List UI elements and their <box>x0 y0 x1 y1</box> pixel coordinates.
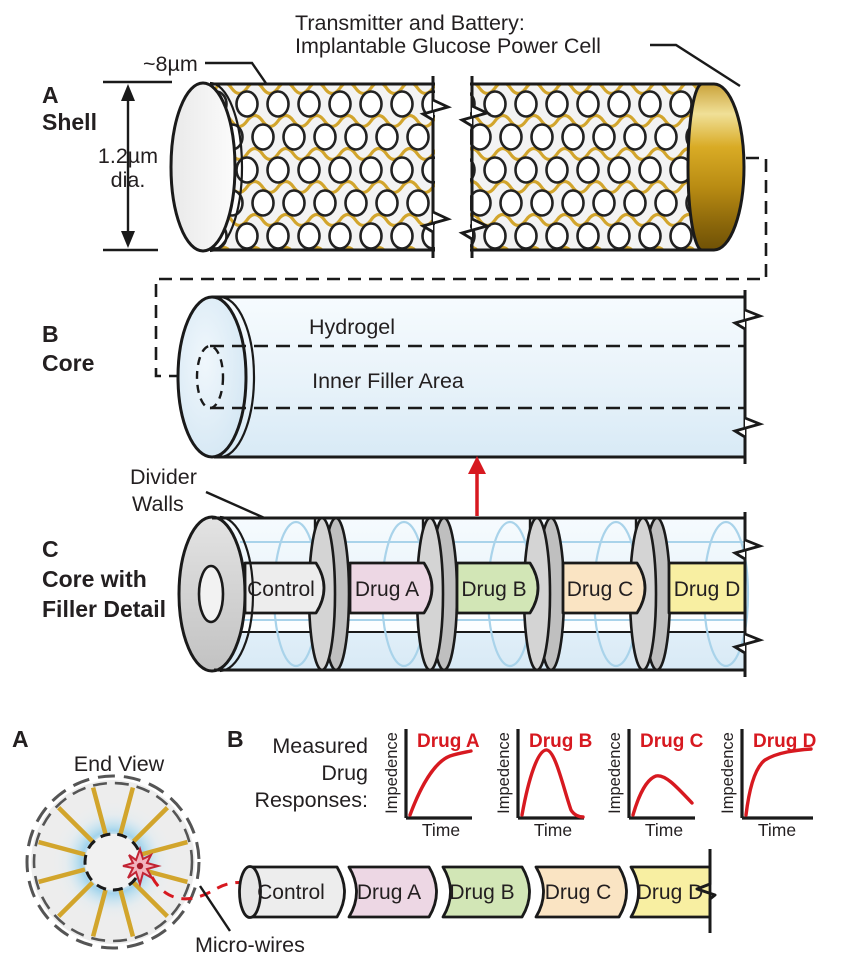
end-view-panel: A End View Micro-wires <box>12 726 305 957</box>
divider-walls-line1: Divider <box>130 465 197 489</box>
y-axis-label: Impedence <box>606 732 624 814</box>
response-curve <box>520 748 585 819</box>
panel-core: B Core Hydrogel Inner Filler Area <box>42 290 765 516</box>
inner-dashed-ring <box>32 781 194 943</box>
pore-dimension-label: ~8µm <box>143 52 198 76</box>
graph-title: Drug C <box>640 731 704 752</box>
segment-drug-b <box>441 865 531 919</box>
cylinder-end-cap <box>238 865 262 919</box>
panel-b-label: Core <box>42 350 94 376</box>
divider-walls-line2: Walls <box>132 492 184 516</box>
filler-break-right <box>731 512 765 677</box>
segment-drug-d <box>629 865 712 919</box>
dimension-arrowhead-top <box>121 84 135 101</box>
outer-dashed-ring <box>25 774 201 950</box>
response-graph-drug-c: Impedence Time Drug C <box>606 729 704 840</box>
shell-title-line2: Implantable Glucose Power Cell <box>295 34 601 58</box>
y-axis-label: Impedence <box>495 732 513 814</box>
panel-core-filler: Divider Walls C Core with Filler Detail <box>42 465 765 677</box>
core-body <box>212 297 745 457</box>
segment-control <box>248 865 346 919</box>
filler-end-hole <box>197 564 225 624</box>
shell-to-core-dashed-link <box>154 156 768 378</box>
capsule-drug-c <box>561 561 647 615</box>
inner-tube-lower-band <box>240 613 745 632</box>
segment-label-drug-a: Drug A <box>357 881 421 904</box>
panel-a-letter: A <box>42 82 59 108</box>
x-axis-label: Time <box>422 820 460 840</box>
responses-caption-line2: Drug <box>321 761 368 785</box>
cylinder-break-right <box>695 849 717 933</box>
micro-wire-spokes <box>38 787 188 937</box>
x-axis-label: Time <box>645 820 683 840</box>
y-axis-label: Impedence <box>383 732 401 814</box>
graph-title: Drug D <box>753 731 816 752</box>
capsule-label-control: Control <box>247 578 315 601</box>
core-break-right <box>731 290 765 464</box>
responses-panel: B Measured Drug Responses: Impedence Tim… <box>227 726 816 840</box>
dimension-arrowhead-bottom <box>121 231 135 248</box>
response-graph-drug-a: Impedence Time Drug A <box>383 729 480 840</box>
segment-drug-c <box>534 865 628 919</box>
detail-arrow-head <box>468 456 486 474</box>
response-graph-drug-b: Impedence Time Drug B <box>495 729 592 840</box>
microwires-callout-line <box>199 885 231 932</box>
shell-break <box>419 76 492 258</box>
segment-label-control: Control <box>257 881 325 904</box>
battery-callout-line <box>650 43 741 88</box>
segment-label-drug-b: Drug B <box>449 881 514 904</box>
capsule-label-drug-c: Drug C <box>567 578 634 601</box>
inner-filler-label: Inner Filler Area <box>312 369 464 393</box>
responses-caption-line3: Responses: <box>254 788 368 812</box>
segment-label-drug-c: Drug C <box>545 881 612 904</box>
shell-title-line1: Transmitter and Battery: <box>295 11 525 35</box>
capsule-drug-a <box>348 561 434 615</box>
response-curve <box>408 749 473 817</box>
panel-c-letter: C <box>42 536 59 562</box>
filler-capsules <box>243 561 747 615</box>
core-rim <box>219 295 256 459</box>
graph-title: Drug B <box>529 731 592 752</box>
shell-cylinder <box>169 76 746 258</box>
segment-drug-a <box>347 865 438 919</box>
bottom-b-letter: B <box>227 726 244 752</box>
response-curve <box>631 774 694 817</box>
segment-label-drug-d: Drug D <box>637 881 704 904</box>
responses-caption-line1: Measured <box>272 734 368 758</box>
x-axis-label: Time <box>534 820 572 840</box>
capsule-drug-b <box>455 561 540 615</box>
filler-end-rim <box>219 515 255 673</box>
panel-b-letter: B <box>42 321 59 347</box>
shell-rim <box>209 81 244 253</box>
bottom-a-letter: A <box>12 726 29 752</box>
battery-gold-cap <box>686 82 746 252</box>
x-axis-label: Time <box>758 820 796 840</box>
end-view-title: End View <box>74 752 165 776</box>
hydrogel-label: Hydrogel <box>309 315 395 339</box>
capsule-label-drug-a: Drug A <box>355 578 419 601</box>
core-end-face <box>176 295 248 459</box>
panel-c-label-line1: Core with <box>42 566 147 592</box>
capsule-label-drug-b: Drug B <box>461 578 526 601</box>
cell-star-core <box>136 862 144 870</box>
bottom-cylinder: Control Drug A Drug B Drug C Drug D <box>238 849 717 933</box>
diameter-unit: dia. <box>111 168 146 192</box>
panel-a-label: Shell <box>42 109 97 135</box>
panel-shell: Transmitter and Battery: Implantable Glu… <box>42 11 768 384</box>
response-graph-drug-d: Impedence Time Drug D <box>719 729 816 840</box>
shell-end-face <box>169 81 237 253</box>
diameter-value: 1.2µm <box>98 144 158 168</box>
diameter-dimension <box>103 80 172 252</box>
panel-c-label-line2: Filler Detail <box>42 596 166 622</box>
microwires-label: Micro-wires <box>195 933 305 957</box>
capsule-label-drug-d: Drug D <box>674 578 741 601</box>
capsule-control <box>243 561 326 615</box>
response-curve <box>744 747 813 817</box>
y-axis-label: Impedence <box>719 732 737 814</box>
graph-title: Drug A <box>417 731 480 752</box>
